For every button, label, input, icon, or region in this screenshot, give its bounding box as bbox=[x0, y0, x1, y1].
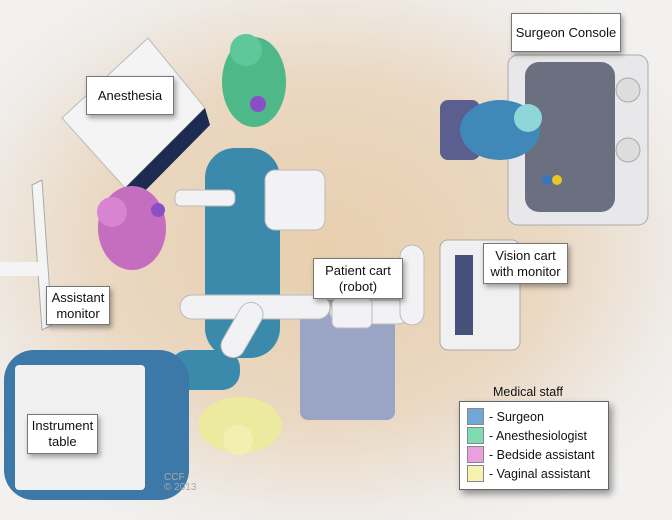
label-instrument-table: Instrument table bbox=[27, 414, 98, 454]
legend: - Surgeon - Anesthesiologist - Bedside a… bbox=[459, 401, 609, 490]
assistant-monitor bbox=[0, 179, 53, 331]
surgeon-console bbox=[507, 54, 649, 226]
credit-year: © 2013 bbox=[164, 482, 197, 493]
label-patient-cart: Patient cart (robot) bbox=[313, 258, 403, 299]
surgeon-figure bbox=[440, 100, 542, 160]
legend-label: - Anesthesiologist bbox=[489, 428, 587, 443]
legend-item-surgeon: - Surgeon bbox=[467, 407, 608, 426]
legend-item-vaginal-assistant: - Vaginal assistant bbox=[467, 464, 608, 483]
anesthesiologist-figure bbox=[222, 34, 286, 127]
legend-swatch bbox=[467, 465, 484, 482]
credit: CCF © 2013 bbox=[164, 473, 196, 493]
legend-label: - Bedside assistant bbox=[489, 447, 595, 462]
legend-swatch bbox=[467, 427, 484, 444]
legend-swatch bbox=[467, 408, 484, 425]
label-anesthesia: Anesthesia bbox=[86, 76, 174, 115]
legend-title: Medical staff bbox=[493, 385, 563, 399]
legend-swatch bbox=[467, 446, 484, 463]
anesthesia-machine bbox=[61, 37, 210, 206]
legend-item-anesthesiologist: - Anesthesiologist bbox=[467, 426, 608, 445]
legend-label: - Surgeon bbox=[489, 409, 544, 424]
label-assistant-monitor: Assistant monitor bbox=[46, 286, 110, 325]
legend-label: - Vaginal assistant bbox=[489, 466, 591, 481]
label-vision-cart: Vision cart with monitor bbox=[483, 243, 568, 284]
credit-ccf: CCF bbox=[164, 472, 185, 483]
label-surgeon-console: Surgeon Console bbox=[511, 13, 621, 52]
legend-item-bedside-assistant: - Bedside assistant bbox=[467, 445, 608, 464]
robot-arms bbox=[174, 169, 425, 359]
bedside-assistant-figure bbox=[97, 186, 166, 270]
vaginal-assistant-figure bbox=[198, 397, 282, 455]
